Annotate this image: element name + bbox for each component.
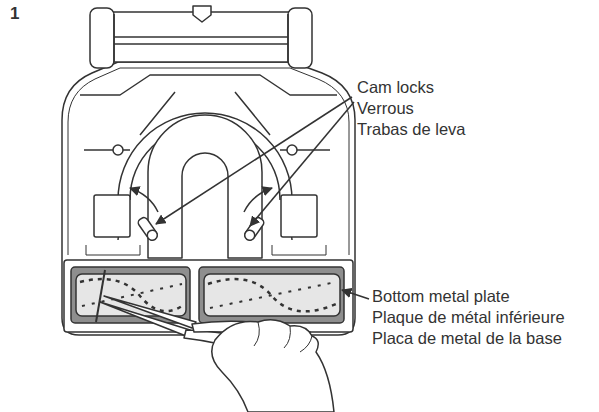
- part-label: Cam locks: [357, 78, 434, 97]
- part-label: Trabas de leva: [357, 120, 466, 139]
- top-tab: [193, 6, 211, 22]
- wheel: [90, 8, 114, 68]
- part-label: Plaque de métal inférieure: [372, 308, 565, 327]
- rotation-arrow: [130, 188, 158, 212]
- leader-line: [342, 290, 369, 299]
- hand-detail: [254, 322, 312, 352]
- part-label: Verrous: [357, 99, 414, 118]
- brushroll: [204, 274, 340, 316]
- body-outline: [62, 62, 355, 335]
- pivot: [287, 145, 297, 155]
- bristles: [208, 279, 336, 311]
- callout-number: 1: [10, 4, 19, 24]
- side-pad: [281, 195, 317, 237]
- leader-line: [156, 97, 352, 224]
- wheel: [288, 8, 312, 68]
- bristles: [82, 282, 336, 308]
- axle: [112, 36, 292, 38]
- cam-lock: [243, 216, 266, 242]
- frame-strut: [80, 75, 337, 95]
- pivot: [113, 145, 123, 155]
- hose-channel: [148, 115, 262, 258]
- wheel-detail: [287, 14, 289, 62]
- bottom-plate: [64, 260, 353, 332]
- leader-line: [250, 102, 354, 226]
- hand: [212, 320, 334, 412]
- side-pad: [94, 195, 130, 237]
- part-label: Bottom metal plate: [372, 287, 510, 306]
- body-inner-outline: [68, 122, 69, 255]
- part-label: Placa de metal de la base: [372, 329, 562, 348]
- axle: [112, 43, 292, 45]
- side-pad-detail: [86, 245, 326, 255]
- rotation-arrow: [244, 188, 272, 212]
- cam-lock: [137, 216, 160, 242]
- body-inner-outline: [68, 68, 349, 255]
- scissors-blade: [104, 296, 196, 328]
- wheel-detail: [113, 14, 115, 62]
